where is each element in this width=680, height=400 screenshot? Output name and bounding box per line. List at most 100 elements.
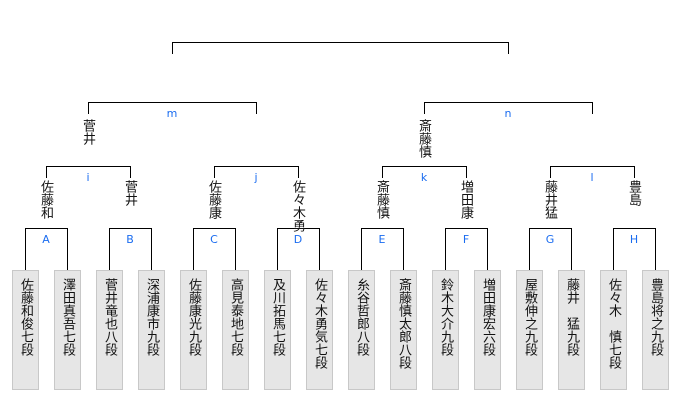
bracket-line [361, 228, 404, 229]
bracket-line [466, 166, 467, 178]
bracket-line [613, 228, 656, 229]
bracket-line [298, 166, 299, 178]
bracket-line [529, 228, 530, 270]
bracket-line [25, 228, 26, 270]
bracket-line [214, 166, 215, 178]
bracket-line [130, 166, 131, 178]
player-box: 糸谷哲郎八段 [348, 270, 375, 390]
match-label: j [254, 171, 258, 184]
bracket-line [445, 228, 446, 270]
bracket-line [214, 166, 299, 167]
bracket-line [613, 228, 614, 270]
match-label: F [462, 233, 470, 246]
bracket-line [361, 228, 362, 270]
bracket-line [592, 102, 593, 114]
bracket-line [529, 228, 572, 229]
bracket-line [25, 228, 68, 229]
bracket-line [109, 228, 110, 270]
match-label: i [86, 171, 90, 184]
bracket-line [193, 228, 194, 270]
player-box: 深浦康市九段 [138, 270, 165, 390]
player-box: 佐藤康光九段 [180, 270, 207, 390]
winner-name: 斎藤慎 [416, 119, 431, 158]
player-box: 及川拓馬七段 [264, 270, 291, 390]
bracket-line [88, 102, 257, 103]
match-label: G [545, 233, 555, 246]
player-box: 佐藤和俊七段 [12, 270, 39, 390]
winner-name: 佐藤康 [206, 180, 221, 219]
player-box: 増田康宏六段 [474, 270, 501, 390]
bracket-line [277, 228, 278, 270]
player-name: 糸谷哲郎八段 [354, 278, 369, 356]
player-box: 豊島将之九段 [642, 270, 669, 390]
winner-name: 斎藤慎 [374, 180, 389, 219]
winner-name: 藤井猛 [542, 180, 557, 219]
bracket-line [151, 228, 152, 270]
player-box: 澤田真吾七段 [54, 270, 81, 390]
bracket-line [487, 228, 488, 270]
player-name: 佐藤康光九段 [186, 278, 201, 356]
player-box: 佐々木 慎七段 [600, 270, 627, 390]
winner-name: 菅井 [80, 119, 95, 145]
bracket-line [634, 166, 635, 178]
bracket-line [235, 228, 236, 270]
player-name: 及川拓馬七段 [270, 278, 285, 356]
player-name: 豊島将之九段 [648, 278, 663, 356]
bracket-line [109, 228, 152, 229]
bracket-line [424, 102, 593, 103]
match-label: l [590, 171, 594, 184]
bracket-line [277, 228, 320, 229]
bracket-line [382, 166, 383, 178]
player-box: 屋敷伸之九段 [516, 270, 543, 390]
bracket-line [655, 228, 656, 270]
bracket-line [46, 166, 47, 178]
match-label: B [126, 233, 134, 246]
bracket-line [193, 228, 236, 229]
match-label: A [42, 233, 50, 246]
bracket-line [424, 102, 425, 114]
bracket-line [550, 166, 551, 178]
match-label: H [629, 233, 639, 246]
bracket-line [382, 166, 467, 167]
player-name: 佐々木 慎七段 [606, 278, 621, 369]
player-name: 高見泰地七段 [228, 278, 243, 356]
winner-name: 増田康 [458, 180, 473, 219]
player-name: 佐々木勇気七段 [312, 278, 327, 369]
match-label: m [166, 107, 178, 120]
player-name: 菅井竜也八段 [102, 278, 117, 356]
bracket-line [550, 166, 635, 167]
bracket-line [46, 166, 131, 167]
winner-name: 菅井 [122, 180, 137, 206]
player-box: 鈴木大介九段 [432, 270, 459, 390]
match-label: C [210, 233, 218, 246]
player-name: 増田康宏六段 [480, 278, 495, 356]
player-name: 斎藤慎太郎八段 [396, 278, 411, 369]
bracket-line [172, 42, 509, 43]
player-box: 高見泰地七段 [222, 270, 249, 390]
player-box: 菅井竜也八段 [96, 270, 123, 390]
player-name: 屋敷伸之九段 [522, 278, 537, 356]
bracket-line [403, 228, 404, 270]
match-label: D [293, 233, 303, 246]
match-label: E [378, 233, 386, 246]
bracket-line [88, 102, 89, 114]
bracket-line [508, 42, 509, 54]
bracket-line [319, 228, 320, 270]
winner-name: 豊島 [626, 180, 641, 206]
winner-name: 佐藤和 [38, 180, 53, 219]
player-name: 鈴木大介九段 [438, 278, 453, 356]
player-box: 佐々木勇気七段 [306, 270, 333, 390]
player-name: 澤田真吾七段 [60, 278, 75, 356]
player-name: 佐藤和俊七段 [18, 278, 33, 356]
bracket-line [571, 228, 572, 270]
player-name: 藤井 猛九段 [564, 278, 579, 356]
player-box: 藤井 猛九段 [558, 270, 585, 390]
bracket-line [445, 228, 488, 229]
bracket-line [67, 228, 68, 270]
player-box: 斎藤慎太郎八段 [390, 270, 417, 390]
player-name: 深浦康市九段 [144, 278, 159, 356]
bracket-line [256, 102, 257, 114]
match-label: k [420, 171, 428, 184]
bracket-line [172, 42, 173, 54]
